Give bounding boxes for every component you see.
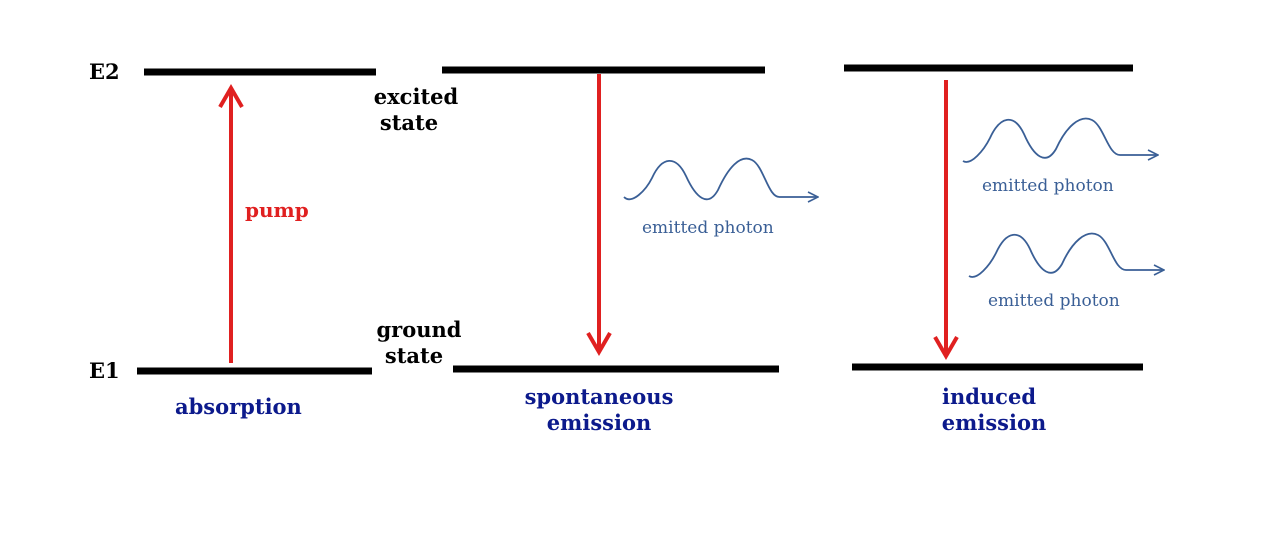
- photon-wave-spontaneous: [623, 157, 818, 200]
- absorption-label: absorption: [175, 394, 302, 419]
- induced-emission-label: induced emission: [926, 384, 1062, 437]
- excited-state-line1: excited: [373, 84, 459, 109]
- spontaneous-line1: spontaneous: [524, 384, 674, 409]
- spontaneous-line2: emission: [546, 410, 652, 436]
- ground-state-line1: ground: [376, 317, 462, 342]
- ground-state-line2: state: [384, 343, 444, 369]
- pump-label: pump: [245, 198, 309, 222]
- induced-line2: emission: [941, 410, 1047, 436]
- spontaneous-emission-label: spontaneous emission: [509, 384, 689, 437]
- excited-state-line2: state: [379, 110, 439, 136]
- photon-wave-induced-upper: [962, 117, 1158, 163]
- photon-label-spontaneous: emitted photon: [642, 218, 774, 238]
- induced-decay-arrow: [933, 80, 959, 360]
- e2-label: E2: [89, 59, 120, 84]
- spontaneous-decay-arrow: [586, 74, 612, 356]
- photon-wave-induced-lower: [968, 232, 1164, 278]
- excited-state-label: excited state: [366, 84, 466, 137]
- photon-label-induced-upper: emitted photon: [982, 176, 1114, 196]
- pump-arrow: [218, 84, 244, 363]
- ground-state-label: ground state: [369, 317, 469, 370]
- photon-label-induced-lower: emitted photon: [988, 291, 1120, 311]
- induced-line1: induced: [941, 384, 1037, 409]
- e1-label: E1: [89, 358, 120, 383]
